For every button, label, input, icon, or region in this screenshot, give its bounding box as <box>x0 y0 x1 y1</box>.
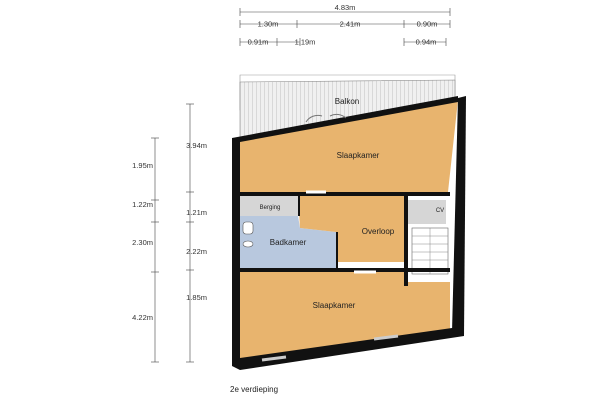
room-label-balkon: Balkon <box>335 97 359 106</box>
dim-left-outer-4: 4.22m <box>132 313 153 322</box>
door-window-marks <box>261 113 399 362</box>
room-label-slaapkamer-bottom: Slaapkamer <box>313 301 356 310</box>
dim-top-3: 0.90m <box>417 20 438 29</box>
left-dimension-lines <box>151 103 194 363</box>
floor-label: 2e verdieping <box>230 385 278 394</box>
dim-top-1: 1.30m <box>258 20 279 29</box>
room-label-cv: CV <box>436 208 444 214</box>
room-label-berging: Berging <box>260 205 281 211</box>
room-slaapkamer-top <box>240 100 458 192</box>
dim-left-inner-1: 3.94m <box>186 141 207 150</box>
dim-second-2: 1.19m <box>295 38 316 47</box>
dim-left-inner-2: 1.21m <box>186 208 207 217</box>
dim-left-inner-3: 2.22m <box>186 247 207 256</box>
top-dimension-lines <box>239 8 451 46</box>
room-badkamer <box>240 216 336 268</box>
dim-left-outer-2: 1.22m <box>132 200 153 209</box>
room-cv <box>408 200 446 224</box>
dim-left-inner-4: 1.85m <box>186 293 207 302</box>
dim-top-2: 2.41m <box>340 20 361 29</box>
room-slaapkamer-bottom <box>240 272 450 362</box>
dim-left-outer-1: 1.95m <box>132 161 153 170</box>
dim-second-3: 0.94m <box>416 38 437 47</box>
dim-total-width: 4.83m <box>335 3 356 12</box>
room-label-badkamer: Badkamer <box>270 238 307 247</box>
walls <box>232 96 466 370</box>
stair-steps <box>412 228 448 274</box>
room-label-overloop: Overloop <box>362 227 395 236</box>
dim-left-outer-3: 2.30m <box>132 238 153 247</box>
room-overloop <box>298 196 404 262</box>
bathroom-fixtures <box>242 221 254 248</box>
dim-second-1: 0.91m <box>248 38 269 47</box>
room-berging <box>240 196 298 216</box>
room-label-slaapkamer-top: Slaapkamer <box>337 151 380 160</box>
